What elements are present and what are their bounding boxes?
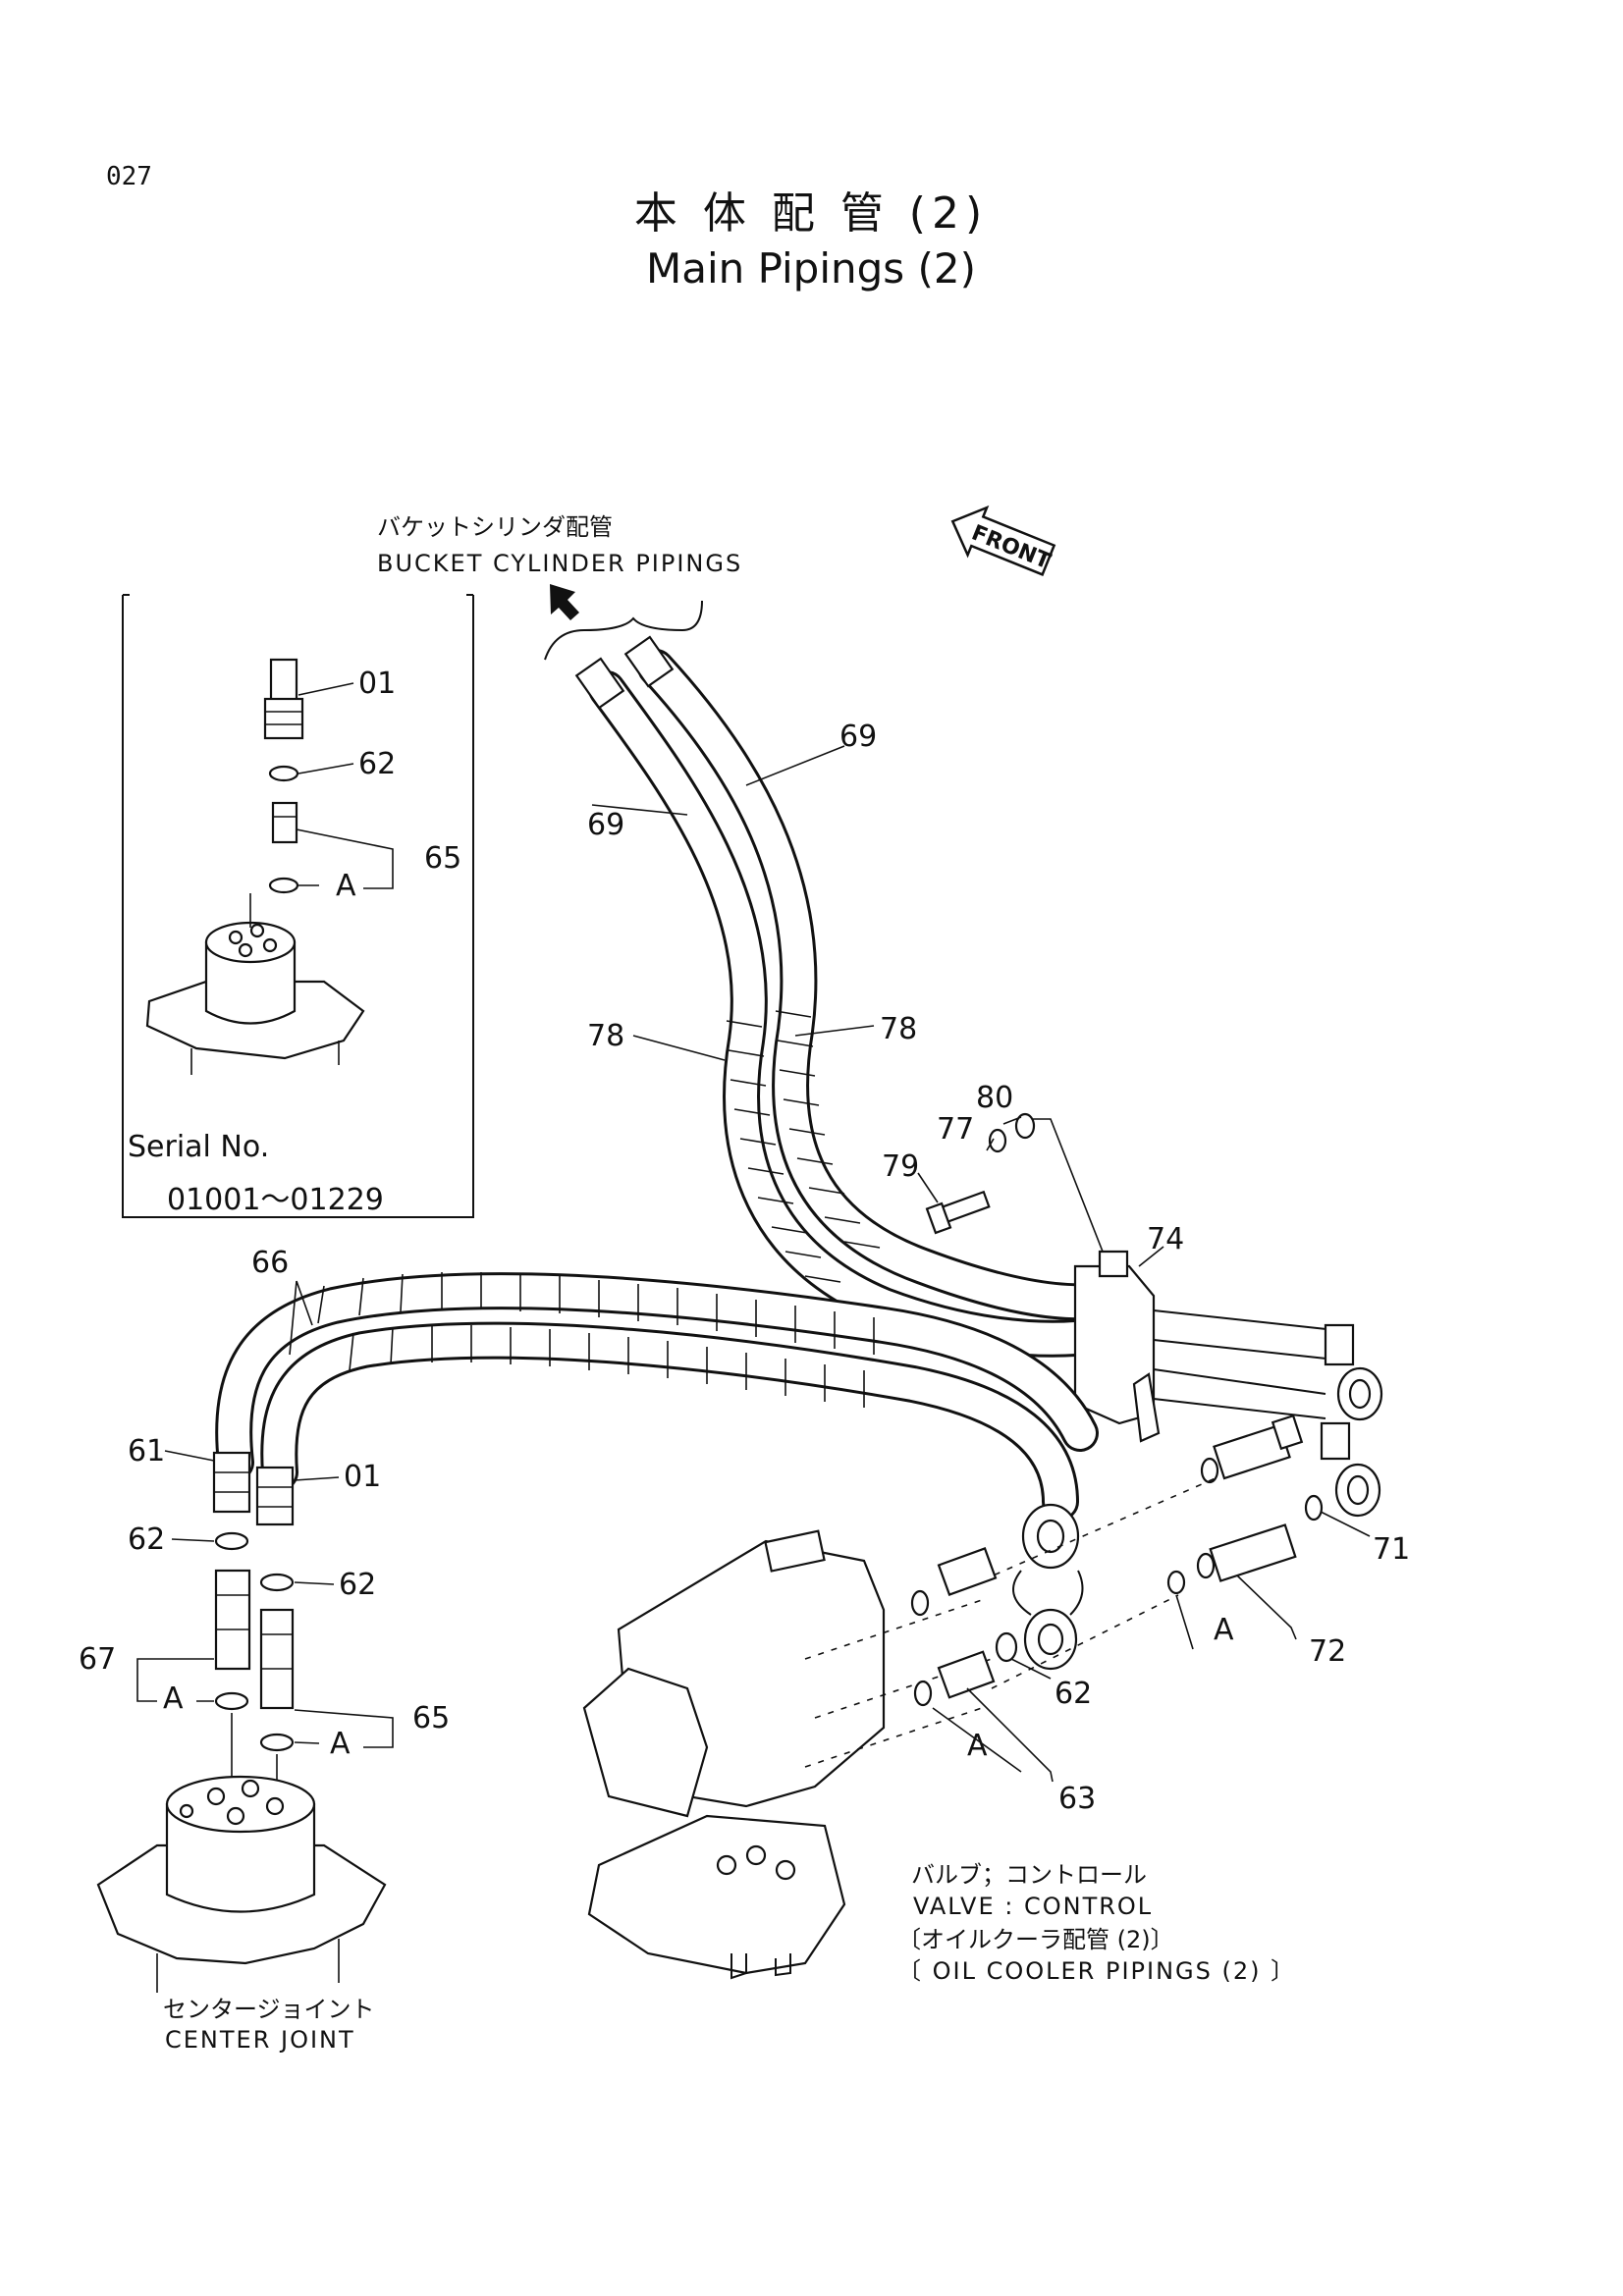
part-label-66: 66	[251, 1246, 289, 1280]
part-label-69-right: 69	[839, 720, 877, 754]
part-label-67: 67	[79, 1642, 116, 1677]
label-a-65: A	[330, 1727, 351, 1761]
center-joint-fittings	[136, 1531, 394, 1796]
bucket-caption-en: BUCKET CYLINDER PIPINGS	[377, 550, 742, 577]
bucket-hoses	[574, 635, 1118, 1358]
bolt-washer-group	[917, 1112, 1106, 1257]
oil-cooler-caption-jp: 〔オイルクーラ配管 (2)〕	[897, 1926, 1174, 1953]
bucket-caption-jp: バケットシリンダ配管	[377, 513, 613, 541]
inset-label-65: 65	[424, 841, 461, 876]
part-label-65: 65	[412, 1701, 450, 1735]
part-label-01: 01	[344, 1460, 381, 1494]
part-label-77: 77	[937, 1112, 974, 1147]
part-label-69-left: 69	[587, 808, 624, 842]
part-label-79: 79	[882, 1149, 919, 1184]
part-label-78-right: 78	[880, 1012, 917, 1046]
front-arrow-icon: FRONT	[950, 505, 1056, 576]
inset-label-62: 62	[358, 747, 396, 781]
center-joint-caption-en: CENTER JOINT	[165, 2026, 355, 2054]
page-number: 027	[106, 162, 152, 191]
serial-range: 01001〜01229	[167, 1183, 384, 1217]
part-label-71: 71	[1373, 1532, 1410, 1567]
clamp-74	[1073, 1246, 1164, 1443]
swing-hoses	[212, 1272, 1099, 1671]
title-japanese: 本 体 配 管 (2)	[634, 188, 988, 239]
right-fittings	[1153, 1309, 1383, 1650]
serial-label: Serial No.	[128, 1130, 269, 1164]
center-joint-caption-jp: センタージョイント	[163, 1996, 375, 2023]
valve-fittings	[910, 1547, 1054, 1783]
part-label-80: 80	[976, 1081, 1013, 1115]
part-label-62-left: 62	[128, 1522, 165, 1557]
serial-inset-box	[122, 594, 474, 1218]
label-a-63: A	[967, 1729, 988, 1763]
bucket-direction-arrow-icon	[544, 584, 703, 661]
part-label-78-left: 78	[587, 1019, 624, 1053]
part-label-74: 74	[1147, 1222, 1184, 1256]
part-label-63: 63	[1058, 1782, 1096, 1816]
oil-cooler-caption-en: 〔 OIL COOLER PIPINGS (2) 〕	[897, 1957, 1296, 1985]
label-a-72: A	[1214, 1613, 1234, 1647]
inset-label-01: 01	[358, 667, 396, 701]
part-label-61: 61	[128, 1434, 165, 1468]
valve-caption-en: VALVE : CONTROL	[913, 1893, 1153, 1920]
control-valve	[582, 1476, 1218, 1980]
part-label-62-mid: 62	[339, 1568, 376, 1602]
inset-label-a: A	[336, 869, 356, 903]
title-english: Main Pipings (2)	[646, 244, 976, 293]
valve-caption-jp: バルブ；コントロール	[911, 1861, 1147, 1889]
label-a-67: A	[163, 1682, 184, 1716]
part-label-72: 72	[1309, 1634, 1346, 1669]
center-joint	[96, 1775, 387, 1993]
part-label-62-right: 62	[1055, 1677, 1092, 1711]
